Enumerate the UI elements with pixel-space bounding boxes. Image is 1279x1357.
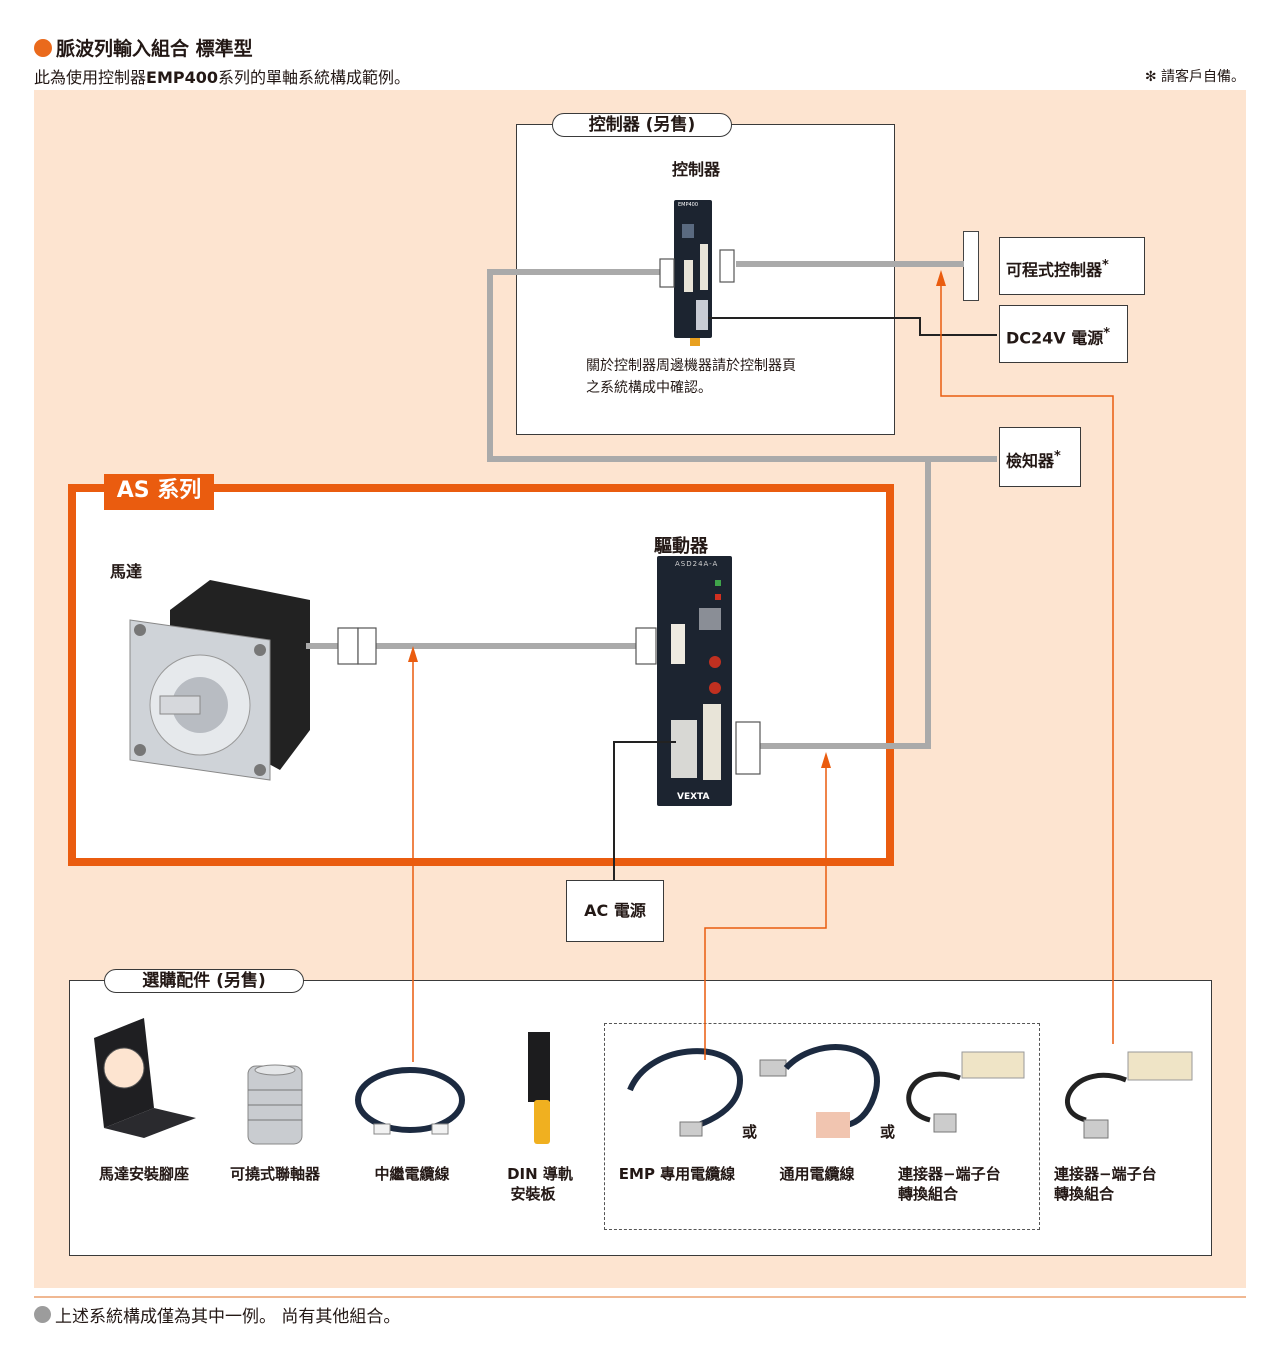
- controller-device: EMP400: [674, 200, 712, 346]
- driver-display: [699, 608, 721, 630]
- relay-plug-a: [337, 627, 359, 665]
- or-label-1: 或: [742, 1123, 758, 1141]
- power-terminal: [671, 720, 697, 778]
- self-supply-note: ✻ 請客戶自備。: [1144, 69, 1245, 85]
- io-connector: [703, 704, 721, 780]
- motor-connector: [671, 624, 685, 664]
- driver-motor-plug: [635, 627, 657, 665]
- alarm-led: [715, 594, 721, 600]
- subtitle-post: 系列的單軸系統構成範例。: [218, 68, 411, 87]
- general-cable-label: 通用電纜線: [779, 1165, 855, 1183]
- din-rail-label-2: 安裝板: [510, 1185, 556, 1203]
- motor-image: [129, 580, 310, 781]
- plc-label: 可程式控制器: [1006, 260, 1103, 280]
- kit-2-label-1: 連接器−端子台: [1054, 1165, 1157, 1183]
- arrow-head-icon: [936, 270, 946, 286]
- arrow-head-icon: [821, 752, 831, 768]
- ac-power-box: AC 電源: [566, 880, 664, 942]
- ac-power-wire: [613, 741, 676, 880]
- controller-note-1: 關於控制器周邊機器請於控制器頁: [586, 358, 796, 374]
- vr-dial: [709, 682, 721, 694]
- bullet-icon: [34, 38, 52, 57]
- sensor-label: 檢知器: [1006, 451, 1055, 471]
- cable-options-group: [604, 1023, 1040, 1230]
- controller-label: 控制器: [672, 160, 721, 179]
- kit-2-label-2: 轉換組合: [1054, 1185, 1115, 1203]
- dc-power-label: DC24V 電源: [1006, 328, 1104, 348]
- or-label-2: 或: [880, 1123, 896, 1141]
- extension-cable-label: 中繼電纜線: [374, 1165, 450, 1183]
- controller-clip: [690, 338, 700, 346]
- controller-terminal: [696, 300, 708, 330]
- kit-arrow-line: [940, 282, 1114, 1044]
- gray-bullet-icon: [34, 1306, 51, 1323]
- asterisk-icon: *: [1103, 326, 1111, 341]
- kit-1-label-2: 轉換組合: [898, 1185, 959, 1203]
- dc-power-box: DC24V 電源*: [999, 305, 1128, 363]
- driver-device: ASD24A-A VEXTA: [657, 556, 732, 806]
- sensor-box: 檢知器*: [999, 427, 1081, 487]
- emp-cable-image: [627, 1048, 744, 1137]
- asterisk-icon: *: [1102, 258, 1109, 273]
- driver-model: ASD24A-A: [675, 560, 719, 568]
- driver-io-plug: [735, 721, 761, 775]
- footer-note: 上述系統構成僅為其中一例。 尚有其他組合。: [34, 1302, 400, 1327]
- subtitle-model: EMP400: [146, 68, 218, 87]
- footer-divider: [34, 1296, 1246, 1298]
- controller-to-sensor-cable: [487, 269, 997, 462]
- driver-brand: VEXTA: [677, 792, 710, 802]
- extension-cable-image: [355, 1067, 465, 1135]
- accessories-tab: 選購配件 (另售): [104, 969, 304, 993]
- asterisk-icon: *: [1054, 449, 1061, 464]
- subtitle-pre: 此為使用控制器: [34, 68, 147, 87]
- coupling-image: [247, 1064, 303, 1145]
- as-series-tab: AS 系列: [104, 474, 214, 510]
- controller-plug-left: [659, 258, 675, 288]
- connector-terminal-kit-1-image: [906, 1051, 1025, 1133]
- connector-terminal-kit-2-image: [1065, 1051, 1193, 1139]
- controller-note-2: 之系統構成中確認。: [586, 380, 712, 396]
- controller-display: [682, 224, 694, 238]
- general-cable-image: [759, 1044, 880, 1138]
- din-rail-label-1: DIN 導軌: [507, 1165, 573, 1183]
- dc-power-wire: [708, 317, 997, 336]
- controller-connector-right: [700, 244, 708, 290]
- page-subtitle: 此為使用控制器EMP400系列的單軸系統構成範例。: [34, 64, 410, 88]
- controller-section-tab: 控制器 (另售): [552, 113, 732, 137]
- din-rail-plate-image: [528, 1032, 550, 1144]
- page-title: 脈波列輸入組合 標準型: [34, 34, 253, 61]
- footer-text: 上述系統構成僅為其中一例。 尚有其他組合。: [55, 1307, 401, 1327]
- kit-1-label-1: 連接器−端子台: [898, 1165, 1001, 1183]
- relay-plug-b: [357, 627, 377, 665]
- driver-label: 驅動器: [654, 536, 708, 557]
- controller-connector-left: [684, 260, 693, 292]
- driver-to-controller-cable: [760, 459, 931, 749]
- arrow-head-icon: [408, 646, 418, 662]
- emp-cable-label: EMP 專用電纜線: [618, 1165, 736, 1183]
- coupling-label: 可撓式聯軸器: [229, 1165, 320, 1183]
- motor-bracket-image: [94, 1018, 196, 1138]
- motor-label: 馬達: [110, 562, 143, 581]
- operation-led: [715, 580, 721, 586]
- motor-bracket-label: 馬達安裝腳座: [98, 1165, 189, 1183]
- controller-model: EMP400: [678, 202, 699, 208]
- plc-box: 可程式控制器*: [999, 237, 1145, 295]
- current-dial: [709, 656, 721, 668]
- controller-plug-right: [719, 249, 735, 283]
- emp-cable-arrow-line: [704, 762, 827, 1060]
- page-title-text: 脈波列輸入組合 標準型: [56, 38, 253, 60]
